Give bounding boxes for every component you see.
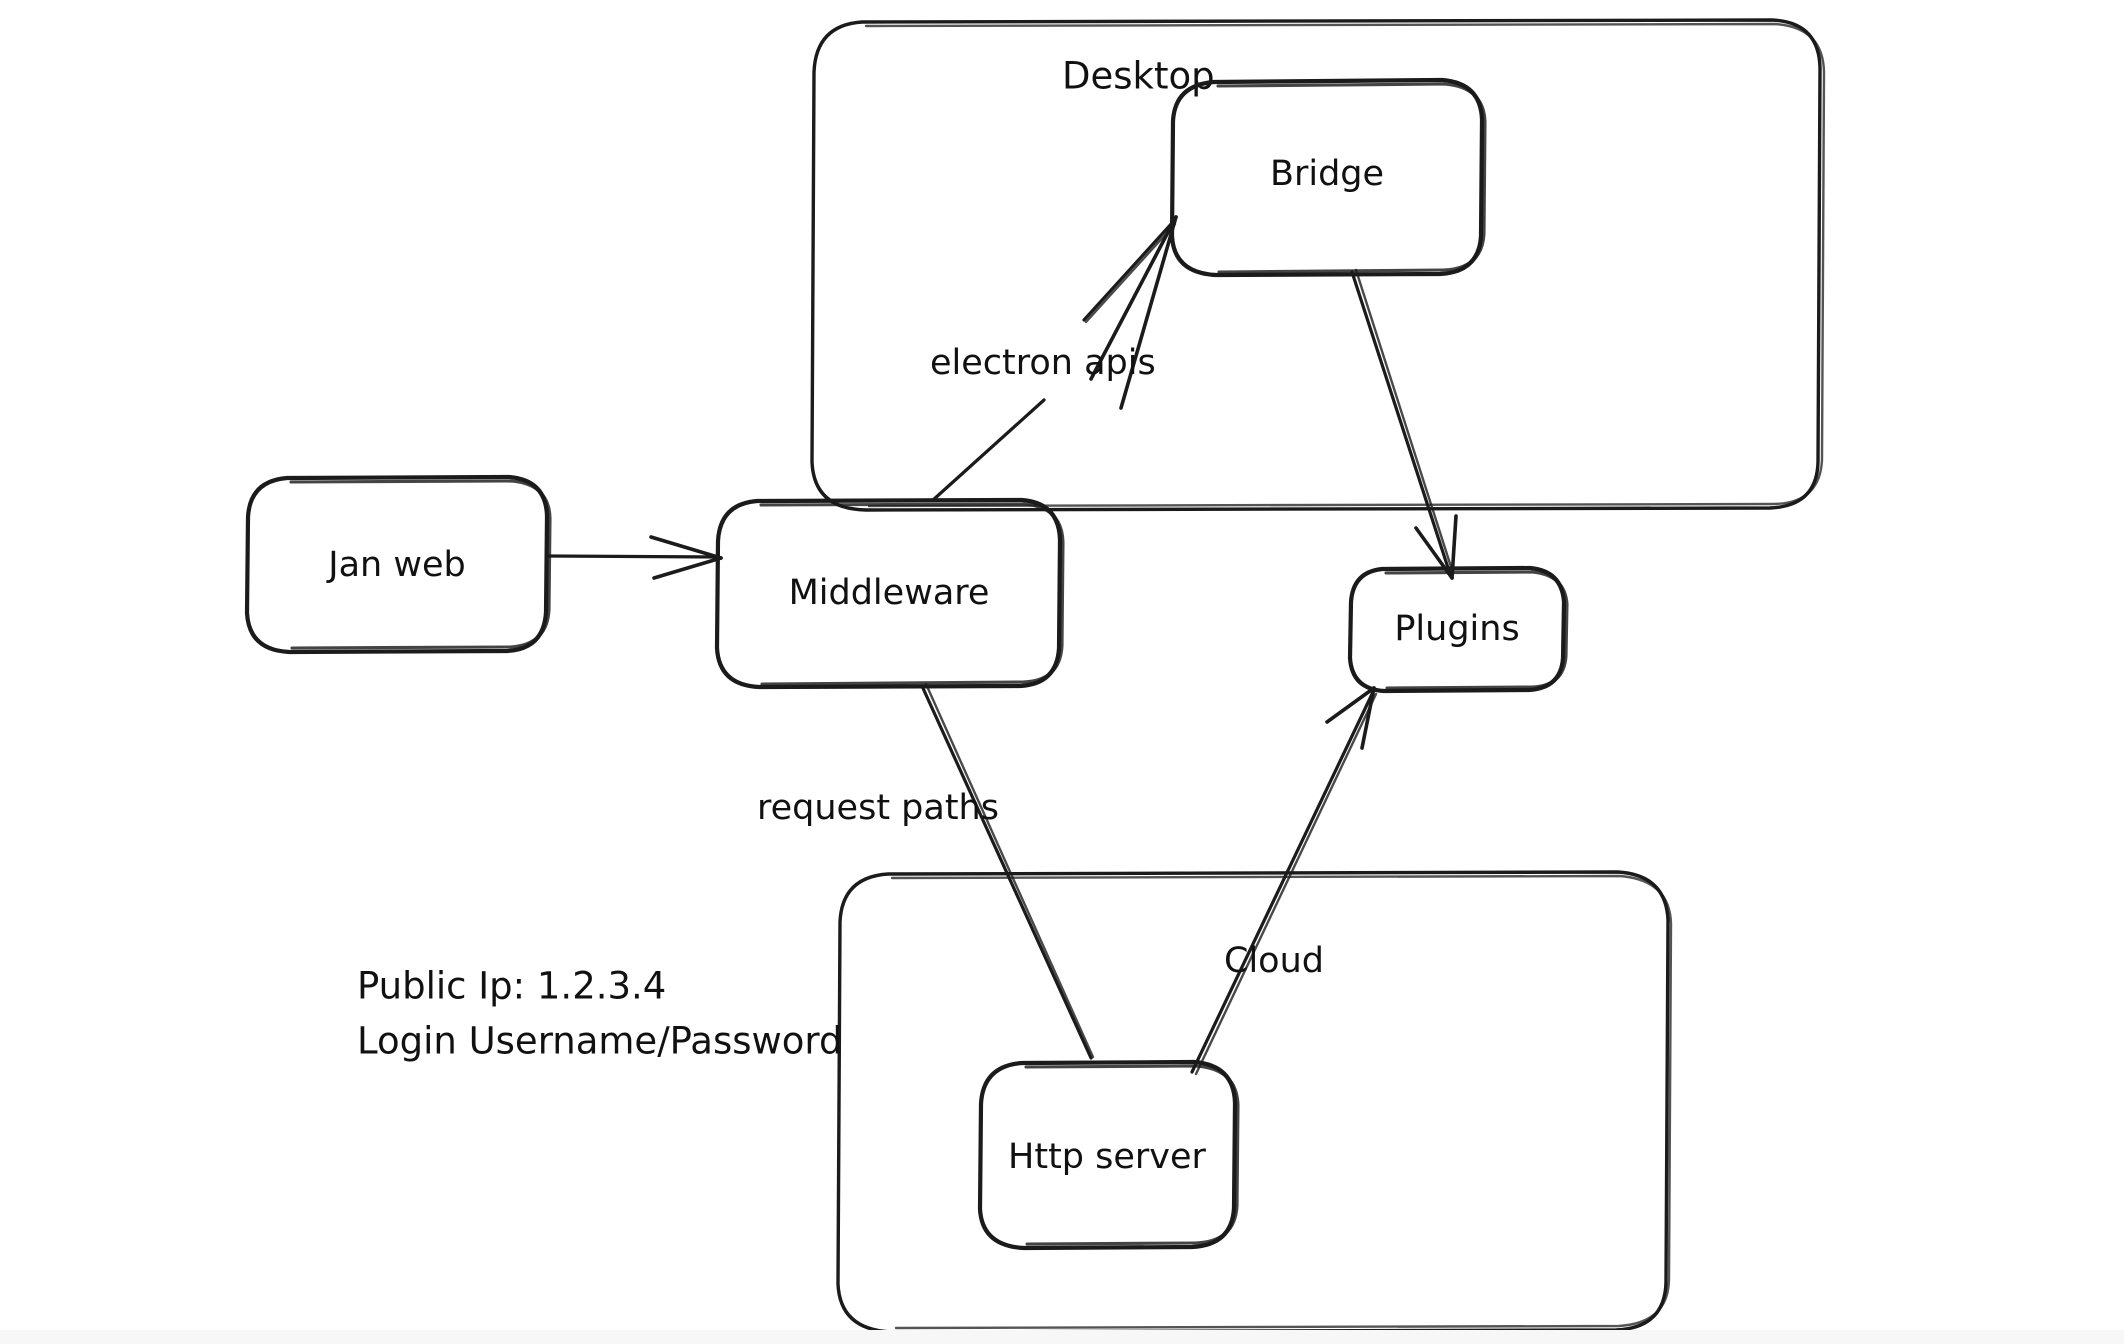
edge-middleware-to-httpserver: request paths: [757, 682, 1095, 1060]
node-label-jan-web: Jan web: [326, 545, 465, 585]
note-line-login: Login Username/Password: [357, 1020, 842, 1063]
node-label-http-server: Http server: [1008, 1137, 1207, 1177]
node-plugins[interactable]: Plugins: [1347, 565, 1569, 694]
edge-httpserver-to-plugins: Cloud: [1190, 686, 1378, 1076]
credentials-note: Public Ip: 1.2.3.4 Login Username/Passwo…: [357, 965, 842, 1063]
edge-label-cloud: Cloud: [1224, 941, 1324, 981]
bottom-edge-band: [0, 1330, 2124, 1344]
node-label-middleware: Middleware: [789, 573, 990, 613]
node-label-plugins: Plugins: [1394, 609, 1519, 649]
node-http-server[interactable]: Http server: [977, 1059, 1240, 1251]
edge-label-request-paths: request paths: [757, 788, 999, 828]
edge-bridge-to-plugins: [1350, 268, 1458, 580]
edge-label-electron-apis: electron apis: [930, 343, 1156, 383]
node-label-bridge: Bridge: [1270, 154, 1384, 194]
container-desktop[interactable]: Desktop: [810, 18, 1826, 512]
edge-janweb-to-middleware: [546, 535, 723, 580]
edge-middleware-to-bridge: electron apis: [930, 215, 1178, 502]
node-middleware[interactable]: Middleware: [714, 497, 1065, 690]
node-jan-web[interactable]: Jan web: [244, 474, 552, 655]
container-label-desktop: Desktop: [1062, 55, 1215, 98]
node-bridge[interactable]: Bridge: [1169, 77, 1487, 278]
note-line-public-ip: Public Ip: 1.2.3.4: [357, 965, 666, 1008]
